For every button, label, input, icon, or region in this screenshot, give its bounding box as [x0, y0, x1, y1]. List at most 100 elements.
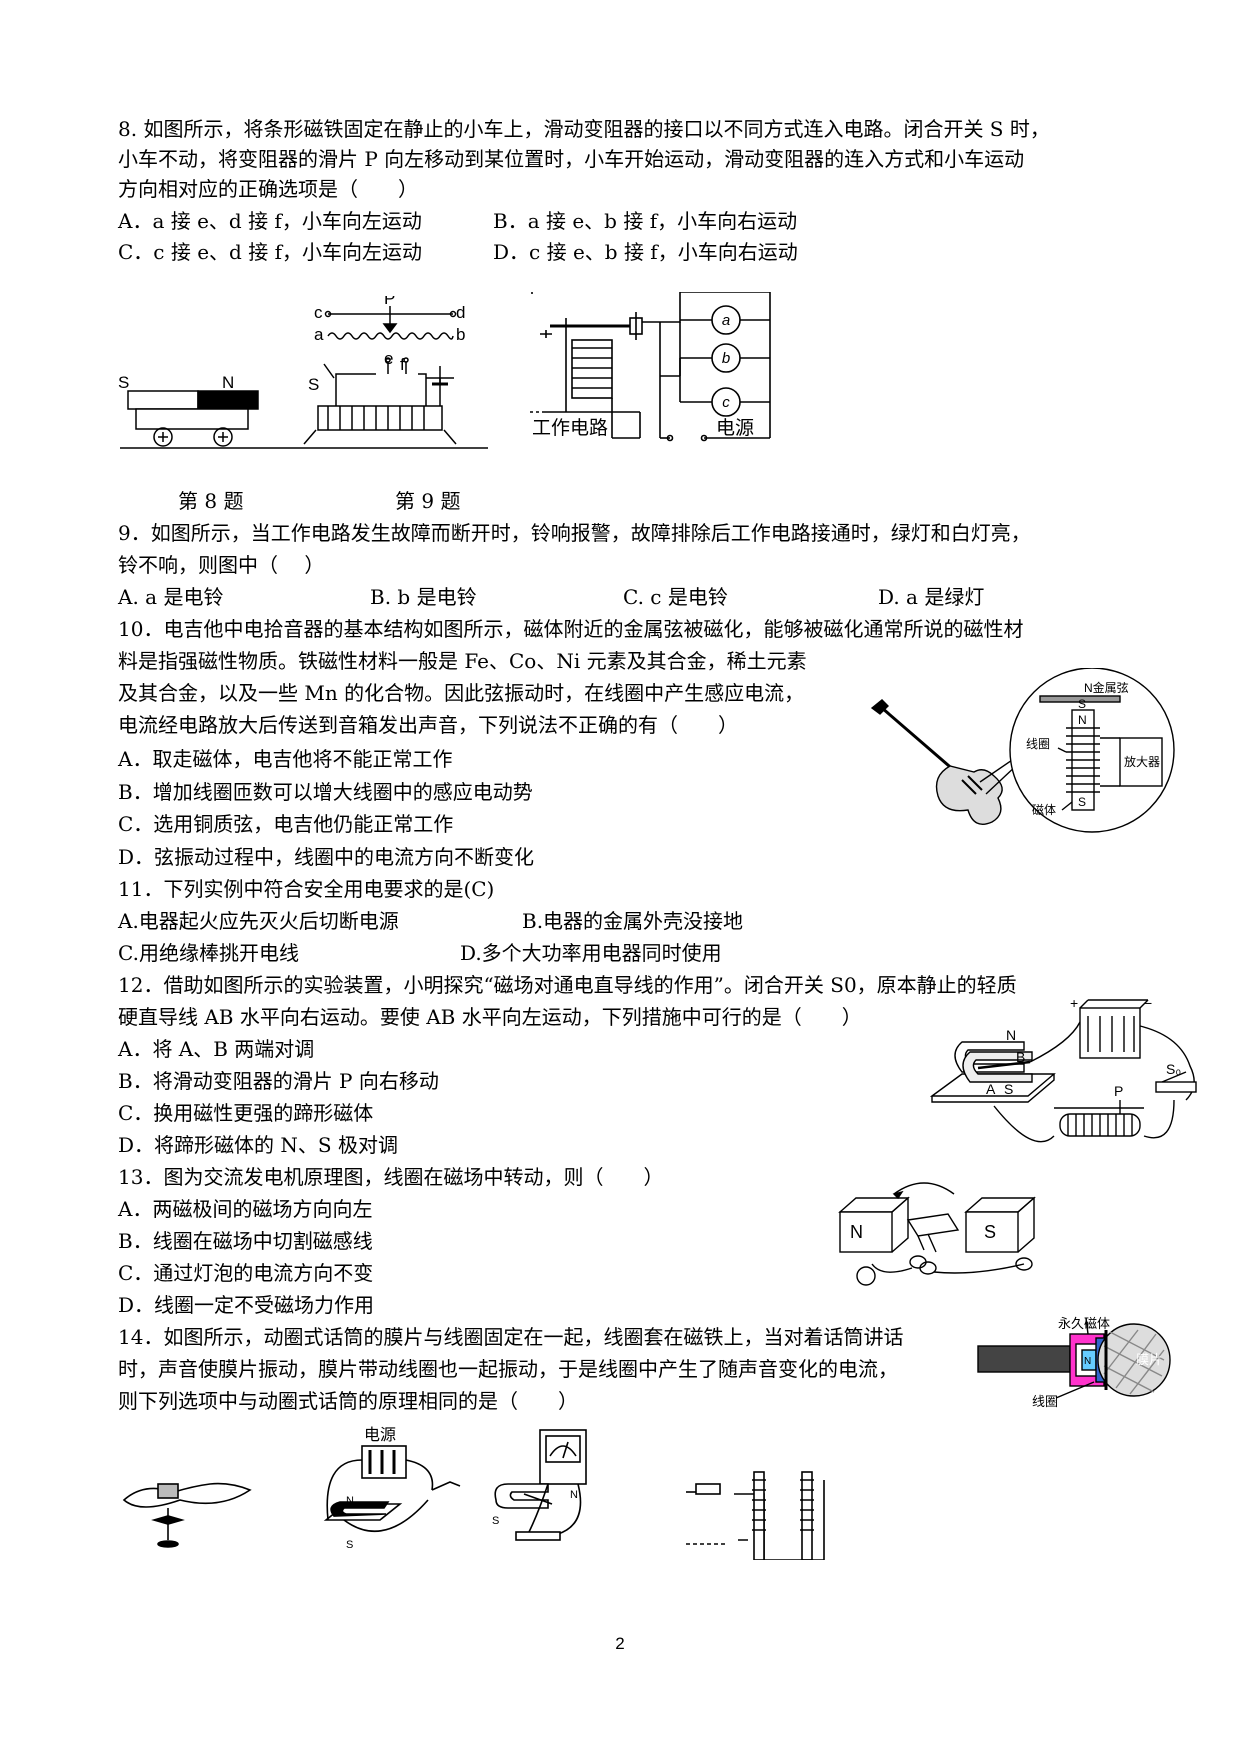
- q12-label-s: S: [1004, 1081, 1013, 1097]
- q8-label-switch-s: S: [308, 375, 319, 394]
- q13-rotation-arrow: [893, 1182, 955, 1195]
- q11-option-c: C.用绝缘棒挑开电线: [118, 941, 299, 965]
- q9-label-power: 电源: [716, 417, 754, 439]
- q13-option-c: C．通过灯泡的电流方向不变: [118, 1261, 374, 1285]
- q12-label-a: A: [986, 1081, 996, 1097]
- q12-option-b: B．将滑动变阻器的滑片 P 向右移动: [118, 1069, 439, 1093]
- q10-stem-line-2: 料是指强磁性物质。铁磁性材料一般是 Fe、Co、Ni 元素及其合金，稀土元素: [118, 649, 807, 673]
- q10-option-a: A．取走磁体，电吉他将不能正常工作: [118, 747, 453, 771]
- q12-battery: [1079, 1007, 1141, 1059]
- q13-label-n: N: [850, 1222, 863, 1242]
- q10-stem-line-3: 及其合金，以及一些 Mn 的化合物。因此弦振动时，在线圈中产生感应电流，: [118, 681, 805, 705]
- q8-switch: [323, 363, 335, 379]
- q12-label-s0: S₀: [1166, 1061, 1181, 1077]
- q14-option-figure-3: [494, 1429, 587, 1541]
- q12-label-plus: +: [1070, 996, 1078, 1011]
- q13-lamp: [856, 1266, 876, 1286]
- q8-rheostat-coil: [327, 332, 454, 340]
- q8-electromagnet-base: [317, 405, 443, 431]
- q9-stem-line-1: 9．如图所示，当工作电路发生故障而断开时，铃响报警，故障排除后工作电路接通时，绿…: [118, 521, 1031, 545]
- q14-option-label-s1: S: [346, 1539, 353, 1551]
- q8-label-p: P: [384, 296, 395, 308]
- q10-coil: [1066, 727, 1100, 793]
- q14-mic-head: [1097, 1323, 1171, 1397]
- q14-stem-line-1: 14．如图所示，动圈式话筒的膜片与线圈固定在一起，线圈套在磁铁上，当对着话筒讲话: [118, 1325, 904, 1349]
- q11-stem: 11．下列实例中符合安全用电要求的是(C): [118, 877, 495, 901]
- q8-option-b: B．a 接 e、b 接 f，小车向右运动: [493, 209, 798, 233]
- q8-label-d: d: [456, 303, 465, 322]
- q10-guitar-head: [870, 699, 889, 715]
- q9-caption: 第 9 题: [395, 489, 461, 513]
- q12-stem-line-2: 硬直导线 AB 水平向右运动。要使 AB 水平向左运动，下列措施中可行的是（ ）: [118, 1005, 862, 1029]
- q14-label-n: N: [1084, 1356, 1091, 1367]
- q12-label-n: N: [1006, 1027, 1016, 1043]
- q12-label-b: B: [1016, 1049, 1025, 1065]
- q9-stem-line-2: 铃不响，则图中（ ）: [118, 553, 325, 577]
- q10-option-d: D．弦振动过程中，线圈中的电流方向不断变化: [118, 845, 535, 869]
- q12-wire-ab: [977, 1060, 1031, 1070]
- q8-label-s: S: [118, 373, 129, 392]
- q8-magnet-s-half: [127, 390, 199, 410]
- q10-label-s-bottom: S: [1078, 795, 1086, 809]
- figure-q13: N S: [838, 1182, 1036, 1286]
- q12-stem-line-1: 12．借助如图所示的实验装置，小明探究“磁场对通电直导线的作用”。闭合开关 S0…: [118, 973, 1017, 997]
- q8-label-n: N: [222, 373, 234, 392]
- q11-option-b: B.电器的金属外壳没接地: [522, 909, 744, 933]
- q14-option-figure-4: [686, 1471, 825, 1560]
- q12-option-d: D．将蹄形磁体的 N、S 极对调: [118, 1133, 398, 1157]
- q8-wheel-left: [153, 427, 173, 447]
- figure-q12: + − N B A S S₀ P: [930, 996, 1197, 1143]
- q8-label-e: e: [384, 349, 393, 368]
- q9-option-d: D. a 是绿灯: [878, 585, 985, 609]
- q10-label-n: N: [1078, 713, 1087, 727]
- q14-mic-handle: [977, 1345, 1071, 1373]
- q10-label-s-top: S: [1078, 697, 1086, 711]
- figure-q10: N金属弦 S N 线圈 放大器 S 磁体: [870, 668, 1175, 833]
- q12-option-c: C．换用磁性更强的蹄形磁体: [118, 1101, 374, 1125]
- q10-metal-string: [1039, 695, 1121, 703]
- q8-coil-turns: [327, 406, 425, 430]
- q14-option-label-n2: N: [570, 1489, 578, 1501]
- page-number: 2: [615, 1634, 625, 1653]
- q11-option-d: D.多个大功率用电器同时使用: [460, 941, 722, 965]
- q13-option-d: D．线圈一定不受磁场力作用: [118, 1293, 375, 1317]
- q8-label-b: b: [456, 325, 465, 344]
- q14-stem-line-2: 时，声音使膜片振动，膜片带动线圈也一起振动，于是线圈中产生了随声音变化的电流，: [118, 1357, 898, 1381]
- q13-magnet-n: [839, 1211, 893, 1253]
- q13-option-b: B．线圈在磁场中切割磁感线: [118, 1229, 373, 1253]
- q8-option-d: D．c 接 e、b 接 f，小车向右运动: [493, 240, 798, 264]
- q9-label-b: b: [722, 350, 730, 367]
- q14-label-magnet: 永久磁体: [1058, 1316, 1110, 1331]
- q8-wheel-right: [213, 427, 233, 447]
- q12-label-p: P: [1114, 1083, 1123, 1099]
- q12-option-a: A．将 A、B 两端对调: [118, 1037, 315, 1061]
- q8-label-a: a: [314, 325, 324, 344]
- q14-label-coil: 线圈: [1032, 1394, 1058, 1408]
- q11-option-a: A.电器起火应先灭火后切断电源: [118, 909, 399, 933]
- q14-option-figure-1: [122, 1482, 252, 1548]
- q8-label-c: c: [314, 303, 323, 322]
- q8-option-a: A．a 接 e、d 接 f，小车向左运动: [118, 209, 422, 233]
- figure-q14-options: 电源 N S N S: [122, 1426, 825, 1560]
- q13-coil: [906, 1213, 960, 1237]
- q13-label-s: S: [984, 1222, 996, 1242]
- q8-option-c: C．c 接 e、d 接 f，小车向左运动: [118, 240, 422, 264]
- q14-option-label-n1: N: [346, 1495, 354, 1507]
- q8-stem-line-1: 8. 如图所示，将条形磁铁固定在静止的小车上，滑动变阻器的接口以不同方式连入电路…: [118, 117, 1050, 141]
- q10-label-coil: 线圈: [1026, 737, 1050, 751]
- q10-stem-line-1: 10．电吉他中电拾音器的基本结构如图所示，磁体附近的金属弦被磁化，能够被磁化通常…: [118, 617, 1024, 641]
- q14-label-film: 膜片: [1136, 1352, 1162, 1367]
- figure-q9: a b c 工作电路 电源: [530, 292, 771, 442]
- q14-option-label-s2: S: [492, 1515, 499, 1527]
- figure-q8: S N c d P a b e f S: [118, 296, 488, 449]
- q14-option-label-power: 电源: [364, 1426, 396, 1444]
- q9-option-c: C. c 是电铃: [623, 585, 728, 609]
- q8-stem-line-2: 小车不动，将变阻器的滑片 P 向左移动到某位置时，小车开始运动，滑动变阻器的连入…: [118, 147, 1025, 171]
- q10-guitar-body: [935, 765, 1003, 825]
- q8-caption: 第 8 题: [178, 489, 244, 513]
- q14-option-figure-2: [323, 1445, 461, 1533]
- q10-guitar-neck: [881, 706, 957, 774]
- q13-magnet-s: [965, 1211, 1019, 1253]
- q8-stem-line-3: 方向相对应的正确选项是（ ）: [118, 177, 418, 201]
- q13-stem: 13．图为交流发电机原理图，线圈在磁场中转动，则（ ）: [118, 1165, 664, 1189]
